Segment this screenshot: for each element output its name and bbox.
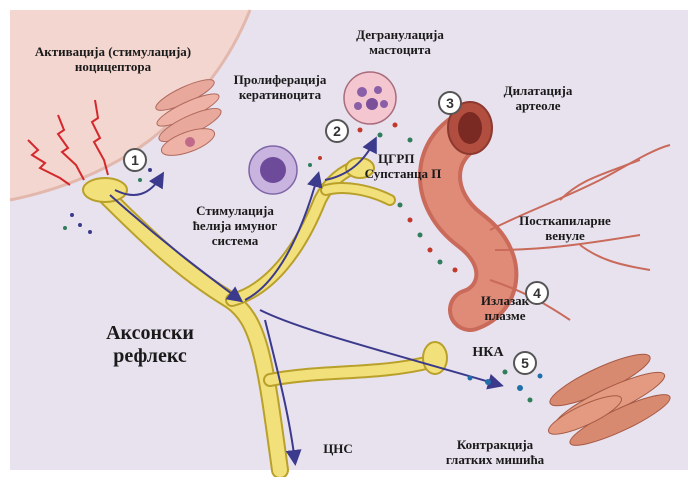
label-venule: Посткапиларне венуле xyxy=(505,213,625,243)
label-cns: ЦНС xyxy=(318,441,358,456)
label-activation: Активација (стимулација) ноцицептора xyxy=(8,44,218,74)
label-smooth-muscle-line1: Контракција xyxy=(430,437,560,452)
label-smooth-muscle: Контракција глатких мишића xyxy=(430,437,560,467)
label-arteriole: Дилатација артеоле xyxy=(488,83,588,113)
step-1-badge: 1 xyxy=(123,148,147,172)
step-2-badge: 2 xyxy=(325,119,349,143)
label-substance-p: Супстанца П xyxy=(358,166,448,181)
label-immune-line3: система xyxy=(180,233,290,248)
label-mast-cell-line1: Дегранулација xyxy=(340,27,460,42)
mast-cell-illustration xyxy=(344,72,396,124)
label-mast-cell-line2: мастоцита xyxy=(340,42,460,57)
step-3-badge: 3 xyxy=(438,91,462,115)
immune-cell-illustration xyxy=(249,146,297,194)
label-mast-cell: Дегранулација мастоцита xyxy=(340,27,460,57)
label-keratinocyte-line1: Пролиферација xyxy=(220,72,340,87)
label-keratinocyte: Пролиферација кератиноцита xyxy=(220,72,340,102)
label-venule-line1: Посткапиларне xyxy=(505,213,625,228)
label-plasma: Излазак плазме xyxy=(465,293,545,323)
label-activation-line1: Активација (стимулација) xyxy=(8,44,218,59)
label-plasma-line1: Излазак xyxy=(465,293,545,308)
label-keratinocyte-line2: кератиноцита xyxy=(220,87,340,102)
label-axon-reflex-line1: Аксонски xyxy=(85,322,215,345)
label-immune-line2: ћелија имуног xyxy=(180,218,290,233)
label-smooth-muscle-line2: глатких мишића xyxy=(430,452,560,467)
nerve-ending-1 xyxy=(83,178,127,202)
label-axon-reflex-line2: рефлекс xyxy=(85,345,215,368)
label-arteriole-line1: Дилатација xyxy=(488,83,588,98)
label-nka: НКА xyxy=(470,345,506,360)
label-venule-line2: венуле xyxy=(505,228,625,243)
label-activation-line2: ноцицептора xyxy=(8,59,218,74)
label-cgrp: ЦГРП xyxy=(378,151,408,166)
label-arteriole-line2: артеоле xyxy=(488,98,588,113)
label-axon-reflex: Аксонски рефлекс xyxy=(85,322,215,368)
step-5-badge: 5 xyxy=(513,351,537,375)
label-immune-line1: Стимулација xyxy=(180,203,290,218)
label-immune: Стимулација ћелија имуног система xyxy=(180,203,290,248)
label-plasma-line2: плазме xyxy=(465,308,545,323)
